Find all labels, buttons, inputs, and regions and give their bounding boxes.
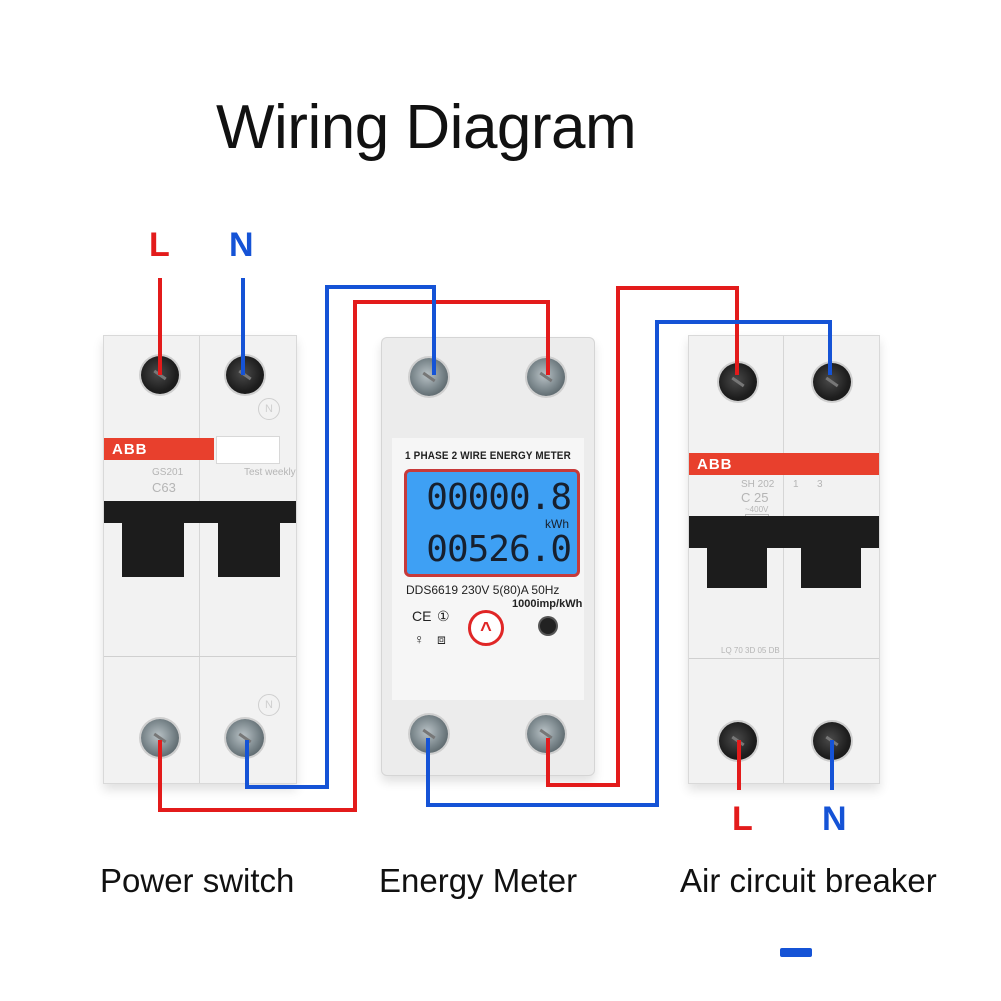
acb-pole-mark-1: 1: [793, 479, 799, 490]
acb-terminal-live-out: [719, 722, 757, 760]
output-live-label: L: [732, 800, 753, 838]
acb-terminal-neutral-in: [813, 363, 851, 401]
pulse-led-icon: [540, 618, 556, 634]
power-switch-neutral-mark-top: N: [258, 398, 280, 420]
power-switch-terminal-live-in: [141, 356, 179, 394]
acb-toggle-live[interactable]: [707, 548, 767, 588]
meter-terminal-live-out: [527, 715, 565, 753]
acb-date-code: LQ 70 3D 05 DB: [721, 646, 780, 655]
meter-impulse-rate: 1000imp/kWh: [512, 598, 583, 610]
acb-seam: [689, 658, 879, 659]
pulse-button[interactable]: ^: [468, 610, 504, 646]
power-switch-test-label: Test weekly: [244, 467, 296, 478]
acb-toggle-neutral[interactable]: [801, 548, 861, 588]
power-switch-terminal-neutral-out: [226, 719, 264, 757]
input-neutral-label: N: [229, 226, 254, 264]
acb-pole-mark-3: 3: [817, 479, 823, 490]
power-switch-test-window: [216, 436, 280, 464]
meter-lcd: 00000.8 kWh 00526.0: [404, 469, 580, 577]
class-mark: ①: [437, 608, 450, 624]
diagram-title: Wiring Diagram: [216, 93, 637, 162]
power-switch-model: GS201: [152, 467, 184, 478]
power-switch-seam: [104, 656, 296, 657]
acb-voltage: ~400V: [745, 505, 769, 514]
power-switch-neutral-mark-bottom: N: [258, 694, 280, 716]
acb-terminal-neutral-out: [813, 722, 851, 760]
caption-energy-meter: Energy Meter: [379, 862, 578, 899]
power-switch-terminal-neutral-in: [226, 356, 264, 394]
acb-terminal-live-in: [719, 363, 757, 401]
thermometer-icon: ♀: [414, 631, 425, 647]
lcd-reading-bottom: 00526.0: [426, 529, 572, 570]
air-circuit-breaker: ABB SH 202 C 25 ~400V 6000 1 3 LQ 70 3D …: [688, 335, 880, 784]
meter-spec-line: DDS6619 230V 5(80)A 50Hz: [406, 583, 560, 597]
power-switch-terminal-live-out: [141, 719, 179, 757]
power-switch-rating: C63: [152, 480, 176, 495]
power-switch-toggle-neutral[interactable]: [218, 523, 280, 577]
power-switch-brand: ABB: [112, 441, 148, 458]
blue-fragment: [780, 948, 812, 957]
meter-terminal-live-in: [527, 358, 565, 396]
acb-model: SH 202: [741, 479, 775, 490]
double-insulation-icon: ⧈: [437, 631, 446, 647]
power-switch-toggle-live[interactable]: [122, 523, 184, 577]
power-switch: ABB GS201 C63 Test weekly N N: [103, 335, 297, 784]
meter-terminal-neutral-in: [410, 358, 448, 396]
acb-rating: C 25: [741, 490, 769, 505]
caption-power-switch: Power switch: [100, 862, 295, 899]
acb-brand: ABB: [697, 456, 733, 473]
ce-mark: CE: [412, 608, 432, 624]
output-neutral-label: N: [822, 800, 847, 838]
acb-handle-bar: [689, 516, 879, 548]
energy-meter: 1 PHASE 2 WIRE ENERGY METER 00000.8 kWh …: [381, 337, 595, 776]
caption-air-circuit-breaker: Air circuit breaker: [680, 862, 937, 899]
lcd-reading-top: 00000.8: [426, 477, 572, 518]
meter-terminal-neutral-out: [410, 715, 448, 753]
input-live-label: L: [149, 226, 170, 264]
meter-heading: 1 PHASE 2 WIRE ENERGY METER: [405, 450, 571, 462]
power-switch-handle-bar: [104, 501, 296, 523]
